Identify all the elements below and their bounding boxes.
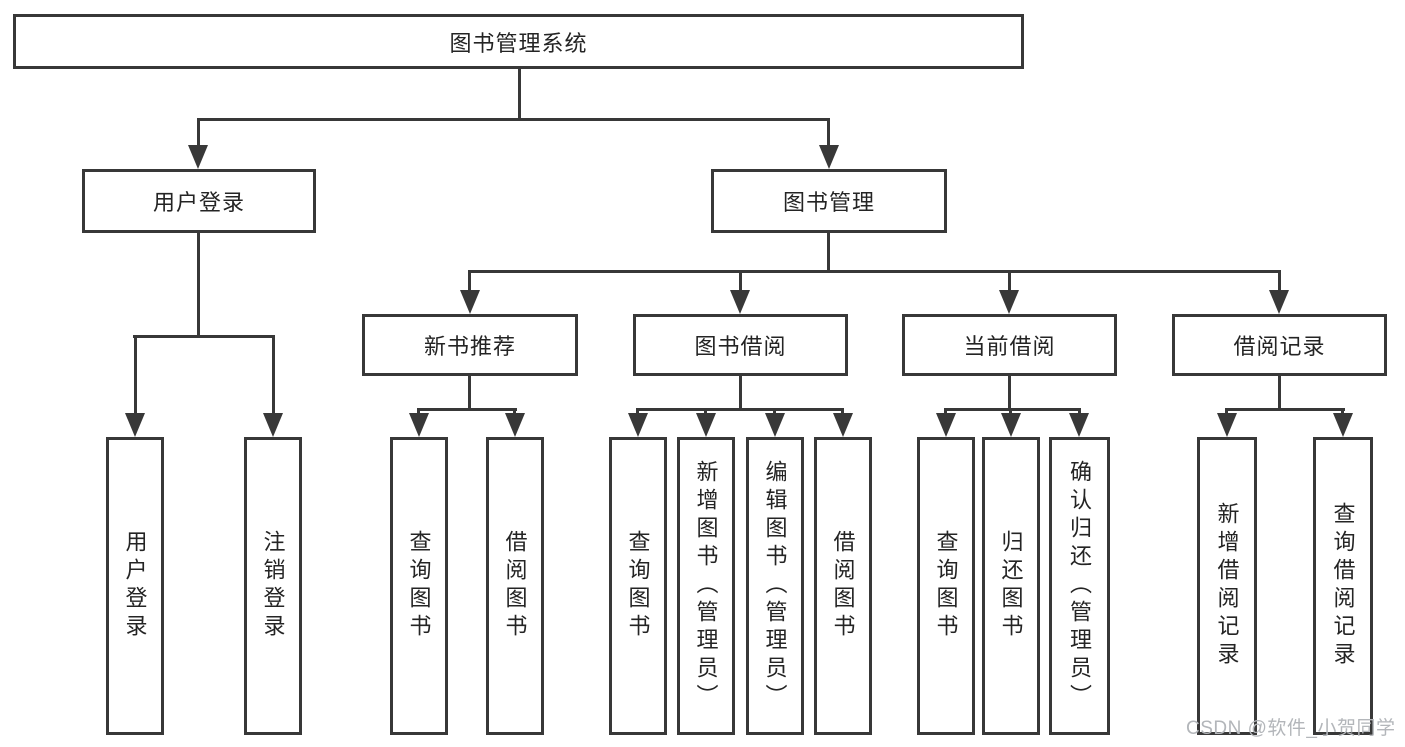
connector-book-management-stem bbox=[827, 232, 830, 273]
arrowhead-down-icon bbox=[460, 290, 480, 314]
leaf-query-books-recommend: 查询图书 bbox=[390, 437, 448, 735]
connector-drop-leaf bbox=[272, 335, 275, 415]
arrowhead-down-icon bbox=[409, 413, 429, 437]
arrowhead-down-icon bbox=[263, 413, 283, 437]
arrowhead-down-icon bbox=[999, 290, 1019, 314]
node-current-borrow: 当前借阅 bbox=[902, 314, 1117, 376]
leaf-user-login-label: 用户登录 bbox=[122, 530, 148, 642]
arrowhead-down-icon bbox=[833, 413, 853, 437]
connector-current-borrow-bus bbox=[944, 408, 1081, 411]
connector-drop-user-login bbox=[197, 118, 200, 148]
arrowhead-down-icon bbox=[505, 413, 525, 437]
arrowhead-down-icon bbox=[819, 145, 839, 169]
connector-drop-leaf bbox=[1078, 408, 1081, 416]
arrowhead-down-icon bbox=[730, 290, 750, 314]
leaf-borrow-books-recommend-label: 借阅图书 bbox=[502, 530, 528, 642]
node-borrow-records-label: 借阅记录 bbox=[1233, 334, 1326, 359]
connector-new-book-bus bbox=[417, 408, 517, 411]
connector-book-management-bus bbox=[468, 270, 1281, 273]
connector-drop-leaf bbox=[513, 408, 516, 416]
connector-user-login-stem bbox=[197, 232, 200, 336]
connector-new-book-stem bbox=[468, 375, 471, 411]
csdn-watermark: CSDN @软件_小贺同学 bbox=[1186, 718, 1396, 739]
leaf-add-borrow-record-label: 新增借阅记录 bbox=[1214, 502, 1240, 670]
arrowhead-down-icon bbox=[1217, 413, 1237, 437]
connector-root-bus bbox=[197, 118, 830, 121]
node-current-borrow-label: 当前借阅 bbox=[963, 334, 1056, 359]
leaf-logout-label: 注销登录 bbox=[260, 530, 286, 642]
arrowhead-down-icon bbox=[188, 145, 208, 169]
node-root-label: 图书管理系统 bbox=[449, 30, 588, 56]
node-book-borrow-label: 图书借阅 bbox=[694, 334, 787, 359]
leaf-confirm-return-admin: 确认归还（管理员） bbox=[1049, 437, 1110, 735]
node-book-management: 图书管理 bbox=[711, 169, 947, 233]
leaf-edit-book-admin-label: 编辑图书（管理员） bbox=[762, 460, 788, 712]
node-borrow-records: 借阅记录 bbox=[1172, 314, 1387, 376]
arrowhead-down-icon bbox=[1069, 413, 1089, 437]
arrowhead-down-icon bbox=[1001, 413, 1021, 437]
connector-drop-leaf bbox=[1341, 408, 1344, 416]
node-root: 图书管理系统 bbox=[13, 14, 1024, 69]
connector-user-login-bus bbox=[133, 335, 275, 338]
arrowhead-down-icon bbox=[696, 413, 716, 437]
leaf-edit-book-admin: 编辑图书（管理员） bbox=[746, 437, 804, 735]
connector-drop-borrow-records bbox=[1278, 270, 1281, 292]
leaf-borrow-book: 借阅图书 bbox=[814, 437, 872, 735]
node-user-login-label: 用户登录 bbox=[152, 190, 245, 215]
leaf-add-book-admin: 新增图书（管理员） bbox=[677, 437, 735, 735]
leaf-query-borrow-record-label: 查询借阅记录 bbox=[1330, 502, 1356, 670]
node-user-login: 用户登录 bbox=[82, 169, 316, 233]
leaf-return-book-label: 归还图书 bbox=[998, 530, 1024, 642]
node-book-borrow: 图书借阅 bbox=[633, 314, 848, 376]
leaf-borrow-books-recommend: 借阅图书 bbox=[486, 437, 544, 735]
connector-borrow-records-bus bbox=[1225, 408, 1345, 411]
connector-drop-leaf bbox=[773, 408, 776, 416]
connector-drop-leaf bbox=[841, 408, 844, 416]
leaf-query-books-current: 查询图书 bbox=[917, 437, 975, 735]
leaf-add-borrow-record: 新增借阅记录 bbox=[1197, 437, 1257, 735]
connector-drop-leaf bbox=[636, 408, 639, 416]
leaf-add-book-admin-label: 新增图书（管理员） bbox=[693, 460, 719, 712]
node-new-book-recommend-label: 新书推荐 bbox=[423, 334, 516, 359]
arrowhead-down-icon bbox=[1269, 290, 1289, 314]
connector-drop-book-management bbox=[827, 118, 830, 148]
leaf-query-books-current-label: 查询图书 bbox=[933, 530, 959, 642]
connector-drop-current-borrow bbox=[1008, 270, 1011, 292]
leaf-borrow-book-label: 借阅图书 bbox=[830, 530, 856, 642]
node-new-book-recommend: 新书推荐 bbox=[362, 314, 578, 376]
node-book-management-label: 图书管理 bbox=[782, 190, 875, 215]
connector-drop-leaf bbox=[1225, 408, 1228, 416]
connector-drop-new-book-recommend bbox=[468, 270, 471, 292]
connector-root-stem bbox=[518, 68, 521, 121]
arrowhead-down-icon bbox=[628, 413, 648, 437]
connector-drop-leaf bbox=[1009, 408, 1012, 416]
connector-drop-leaf bbox=[704, 408, 707, 416]
connector-drop-leaf bbox=[944, 408, 947, 416]
connector-drop-leaf bbox=[417, 408, 420, 416]
connector-borrow-records-stem bbox=[1278, 375, 1281, 411]
leaf-query-books-borrow: 查询图书 bbox=[609, 437, 667, 735]
connector-drop-book-borrow bbox=[739, 270, 742, 292]
leaf-logout: 注销登录 bbox=[244, 437, 302, 735]
connector-book-borrow-bus bbox=[636, 408, 844, 411]
arrowhead-down-icon bbox=[765, 413, 785, 437]
arrowhead-down-icon bbox=[936, 413, 956, 437]
connector-drop-leaf bbox=[134, 335, 137, 415]
leaf-return-book: 归还图书 bbox=[982, 437, 1040, 735]
arrowhead-down-icon bbox=[125, 413, 145, 437]
leaf-confirm-return-admin-label: 确认归还（管理员） bbox=[1067, 460, 1093, 712]
leaf-user-login: 用户登录 bbox=[106, 437, 164, 735]
leaf-query-books-borrow-label: 查询图书 bbox=[625, 530, 651, 642]
connector-book-borrow-stem bbox=[739, 375, 742, 411]
connector-current-borrow-stem bbox=[1008, 375, 1011, 411]
leaf-query-books-recommend-label: 查询图书 bbox=[406, 530, 432, 642]
leaf-query-borrow-record: 查询借阅记录 bbox=[1313, 437, 1373, 735]
arrowhead-down-icon bbox=[1333, 413, 1353, 437]
